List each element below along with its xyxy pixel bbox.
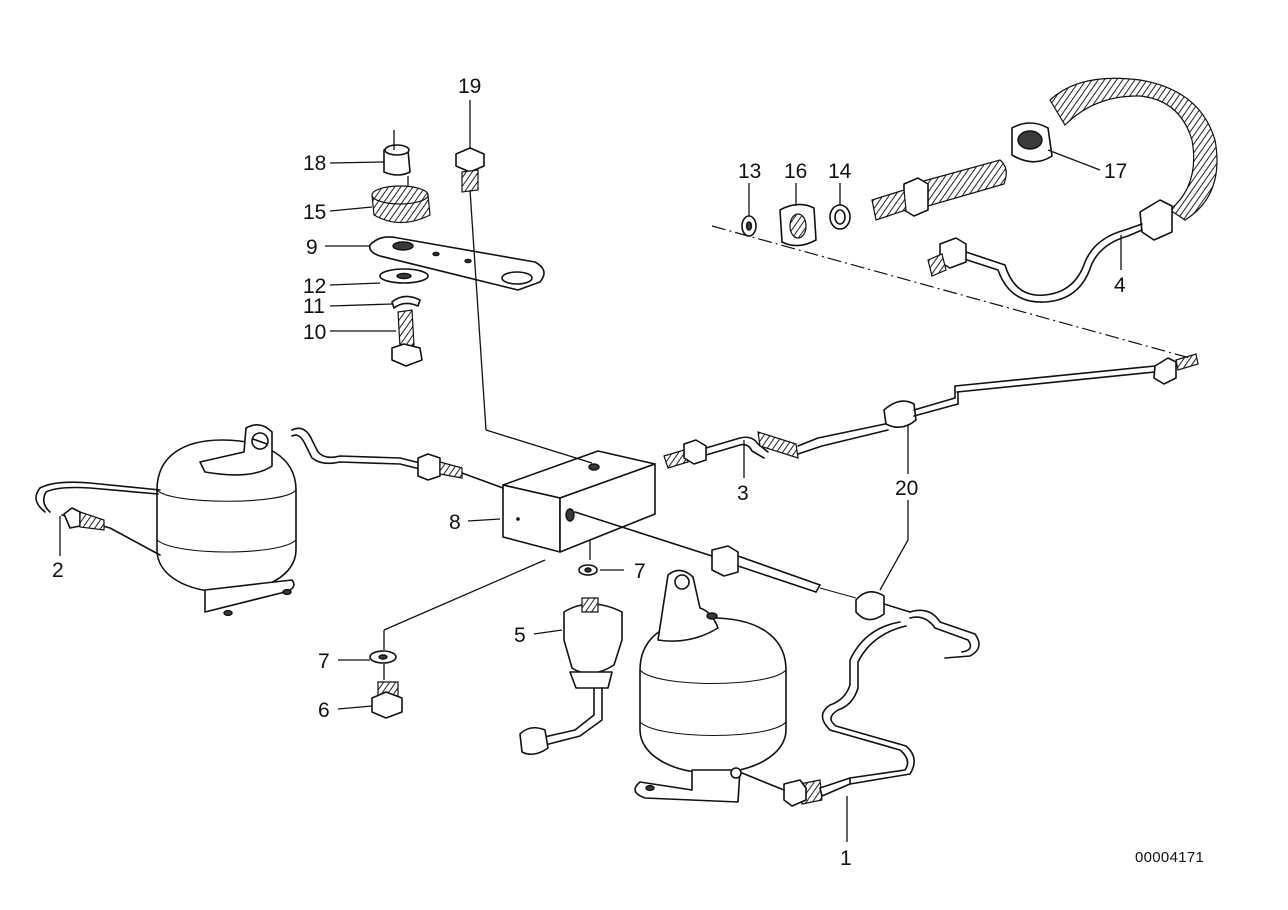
callout-7-lower: 7	[318, 650, 330, 673]
callout-6: 6	[318, 699, 330, 722]
callout-3: 3	[737, 482, 749, 505]
callout-13: 13	[738, 160, 761, 183]
callout-20: 20	[895, 477, 918, 500]
callout-15: 15	[303, 201, 326, 224]
callout-16: 16	[784, 160, 807, 183]
callout-8: 8	[449, 511, 461, 534]
pipe-line-4-assembly	[741, 77, 1218, 303]
bracket-mount	[368, 130, 593, 464]
callout-labels: 1 2 3 4 5 6 7 7 8 9 10 11 12 13 14 15 16…	[52, 75, 1127, 870]
callout-5: 5	[514, 624, 526, 647]
callout-12: 12	[303, 275, 326, 298]
figure-reference-number: 00004171	[1135, 849, 1204, 866]
pressure-switch	[369, 540, 623, 756]
callout-2: 2	[52, 559, 64, 582]
callout-14: 14	[828, 160, 852, 183]
callout-1: 1	[840, 847, 852, 870]
pipe-line-2	[35, 427, 504, 556]
callout-11: 11	[303, 295, 325, 318]
leader-lines	[59, 100, 1122, 842]
accumulator-right	[634, 569, 787, 803]
callout-10: 10	[303, 321, 326, 344]
phantom-line	[711, 225, 1191, 359]
pipe-line-3	[663, 353, 1199, 469]
pipe-line-1	[574, 511, 980, 807]
distribution-block	[502, 450, 656, 553]
callout-19: 19	[458, 75, 481, 98]
accumulator-left	[156, 424, 297, 617]
callout-4: 4	[1114, 274, 1126, 297]
callout-18: 18	[303, 152, 326, 175]
callout-17: 17	[1104, 160, 1127, 183]
callout-9: 9	[306, 236, 318, 259]
callout-7-upper: 7	[634, 560, 646, 583]
